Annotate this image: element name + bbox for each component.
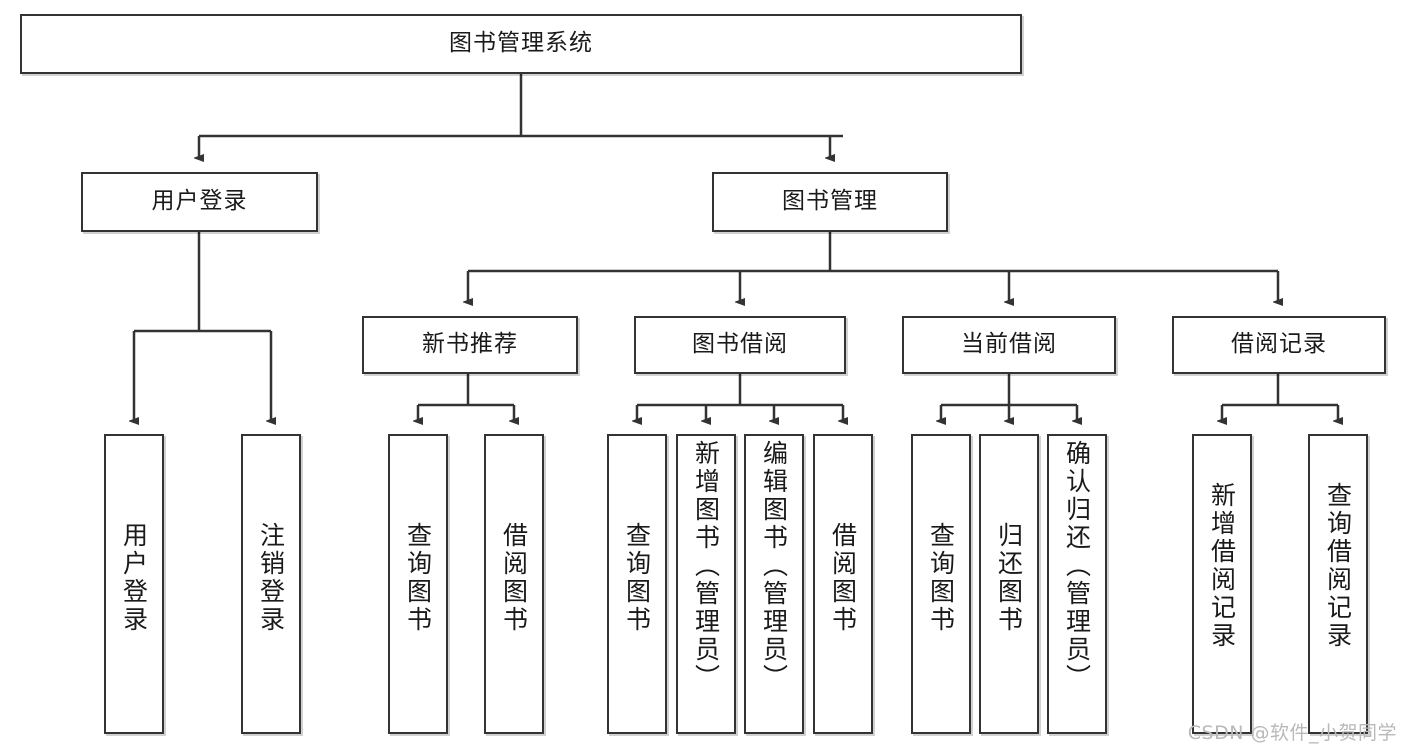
- node-user-login-label: 用户登录: [151, 188, 248, 215]
- node-borrow-record-label: 借阅记录: [1231, 331, 1327, 358]
- leaf-query-book-1-label: 查询图书: [403, 522, 433, 634]
- node-user-login[interactable]: 用户登录: [81, 172, 318, 232]
- csdn-watermark: CSDN @软件_小贺同学: [1187, 722, 1397, 744]
- node-root-label: 图书管理系统: [449, 30, 593, 57]
- leaf-confirm-return[interactable]: 确认归还（管理员）: [1047, 434, 1107, 734]
- leaf-query-book-1[interactable]: 查询图书: [388, 434, 448, 734]
- leaf-borrow-book-2[interactable]: 借阅图书: [813, 434, 873, 734]
- node-new-book-recommend-label: 新书推荐: [422, 331, 518, 358]
- leaf-edit-book-label: 编辑图书（管理员）: [759, 440, 789, 692]
- leaf-borrow-book-1[interactable]: 借阅图书: [484, 434, 544, 734]
- node-current-borrow[interactable]: 当前借阅: [902, 316, 1116, 374]
- leaf-edit-book[interactable]: 编辑图书（管理员）: [744, 434, 804, 734]
- leaf-return-book-label: 归还图书: [994, 522, 1024, 634]
- leaf-borrow-book-1-label: 借阅图书: [499, 522, 529, 634]
- leaf-query-book-3-label: 查询图书: [926, 522, 956, 634]
- leaf-query-record-label: 查询借阅记录: [1323, 482, 1353, 650]
- leaf-user-logout-label: 注销登录: [256, 522, 286, 634]
- node-root[interactable]: 图书管理系统: [20, 14, 1022, 74]
- node-book-borrow-label: 图书借阅: [692, 331, 788, 358]
- leaf-add-book[interactable]: 新增图书（管理员）: [676, 434, 736, 734]
- node-borrow-record[interactable]: 借阅记录: [1172, 316, 1386, 374]
- node-book-manage[interactable]: 图书管理: [712, 172, 948, 232]
- node-book-borrow[interactable]: 图书借阅: [634, 316, 846, 374]
- leaf-query-book-3[interactable]: 查询图书: [911, 434, 971, 734]
- leaf-user-logout[interactable]: 注销登录: [241, 434, 301, 734]
- leaf-add-book-label: 新增图书（管理员）: [691, 440, 721, 692]
- leaf-query-book-2-label: 查询图书: [622, 522, 652, 634]
- leaf-add-record-label: 新增借阅记录: [1207, 482, 1237, 650]
- leaf-query-record[interactable]: 查询借阅记录: [1308, 434, 1368, 734]
- leaf-borrow-book-2-label: 借阅图书: [828, 522, 858, 634]
- leaf-user-login-label: 用户登录: [119, 522, 149, 634]
- leaf-confirm-return-label: 确认归还（管理员）: [1062, 440, 1092, 692]
- node-new-book-recommend[interactable]: 新书推荐: [362, 316, 578, 374]
- leaf-query-book-2[interactable]: 查询图书: [607, 434, 667, 734]
- node-current-borrow-label: 当前借阅: [961, 331, 1057, 358]
- leaf-return-book[interactable]: 归还图书: [979, 434, 1039, 734]
- node-book-manage-label: 图书管理: [782, 188, 878, 215]
- leaf-add-record[interactable]: 新增借阅记录: [1192, 434, 1252, 734]
- leaf-user-login[interactable]: 用户登录: [104, 434, 164, 734]
